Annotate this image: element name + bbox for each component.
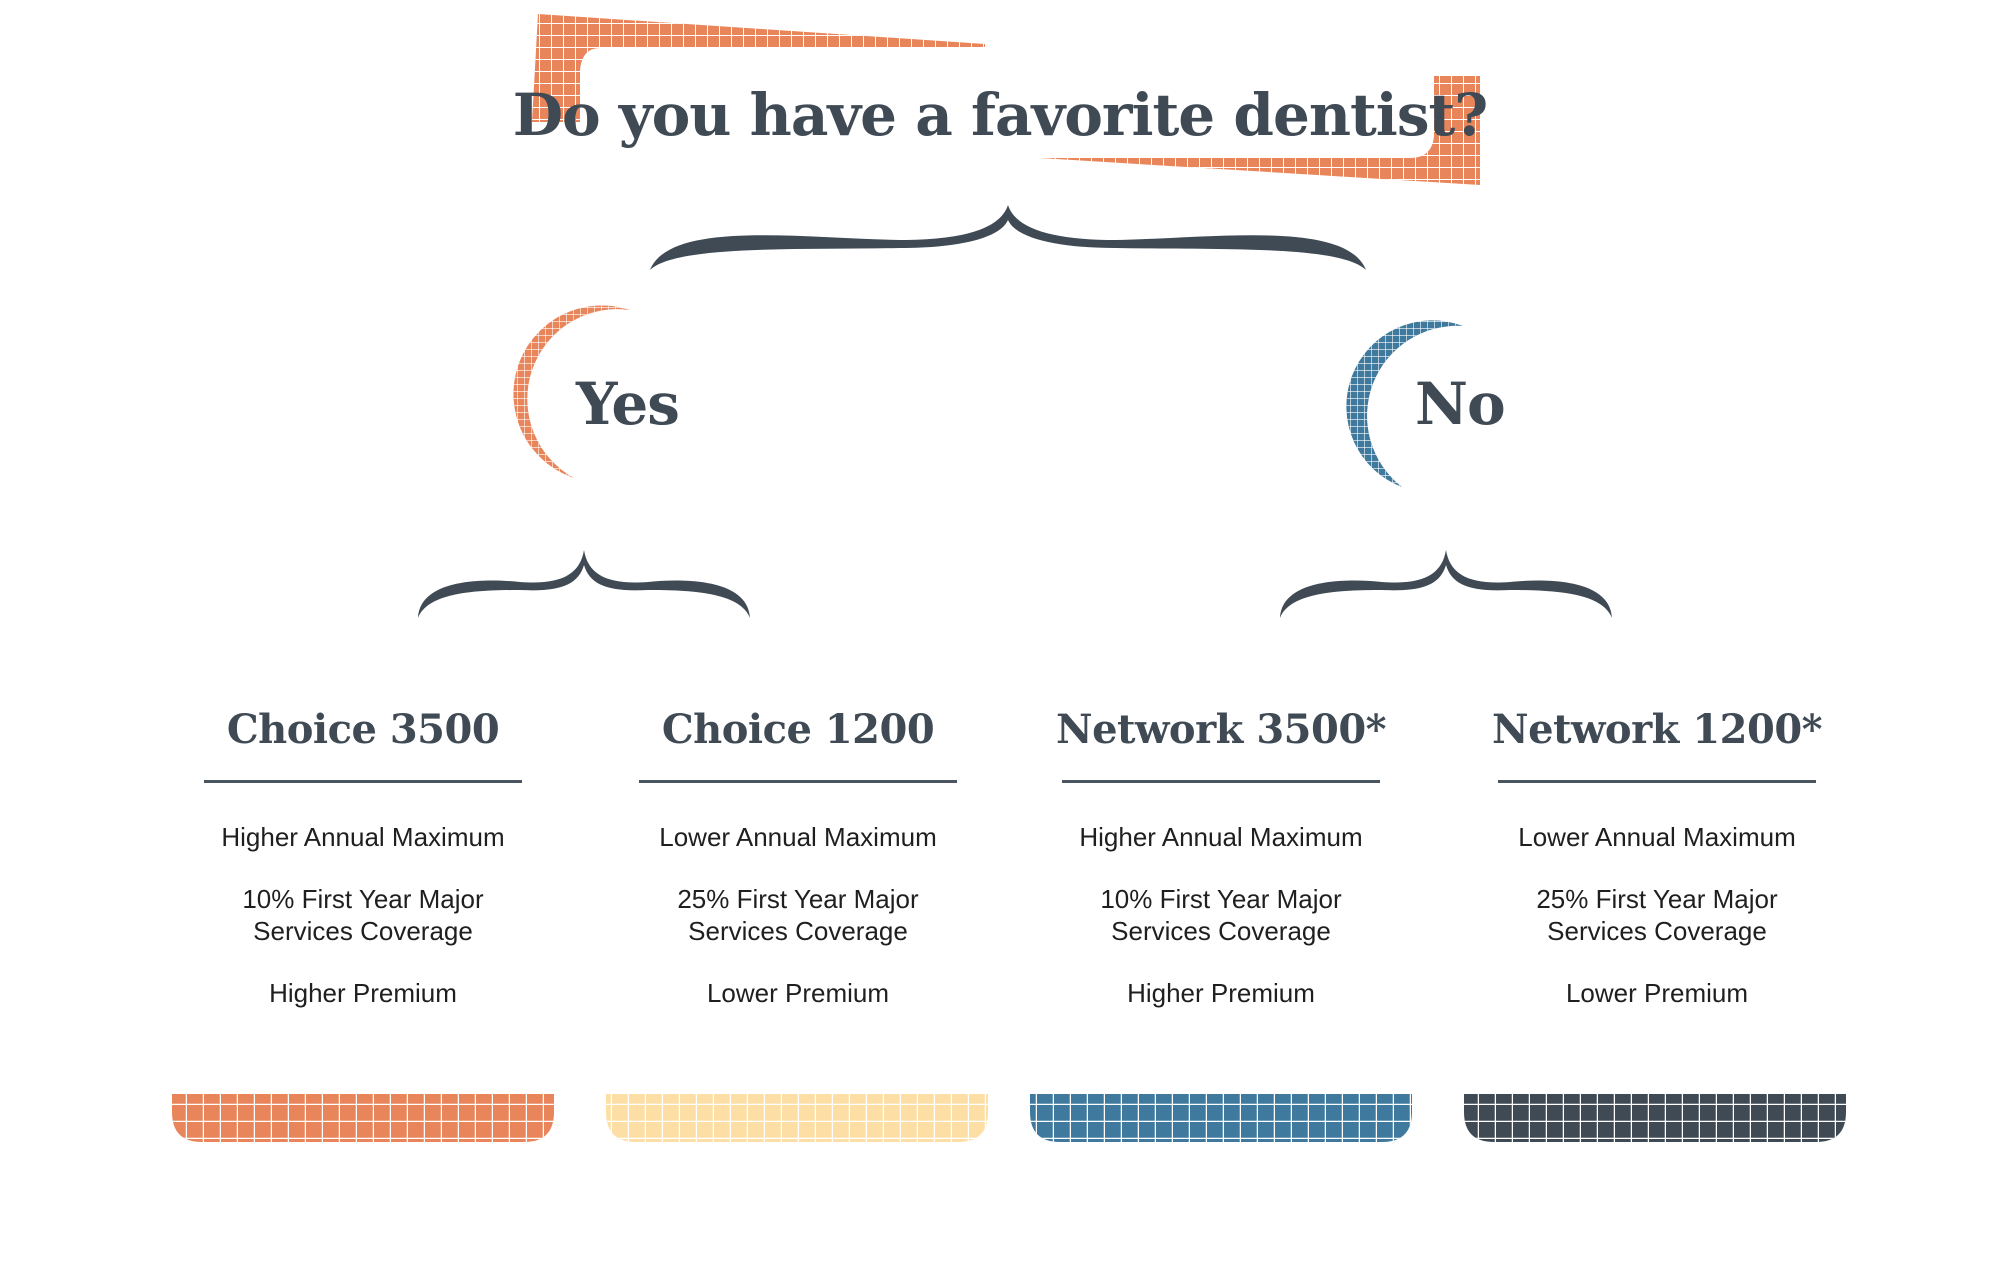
plan-feature: Lower Annual Maximum [659, 822, 937, 852]
no-moon-icon [1346, 320, 1463, 487]
plan-feature: Higher Annual Maximum [221, 822, 505, 852]
no-brace [1280, 550, 1612, 618]
plan-feature: 25% First Year Major Services Coverage [1536, 884, 1778, 946]
plan-name: Network 3500* [1056, 706, 1387, 753]
branch-no-label: No [1415, 370, 1506, 438]
plan-feature: 25% First Year Major Services Coverage [677, 884, 919, 946]
plan-feature: Lower Premium [1565, 978, 1749, 1008]
plan-feature: Higher Premium [1127, 978, 1315, 1008]
plan-feature: 10% First Year Major Services Coverage [1100, 884, 1342, 946]
plan-column-network-1200: Network 1200* Lower Annual Maximum 25% F… [1492, 690, 1823, 1039]
plan-feature: 10% First Year Major Services Coverage [242, 884, 484, 946]
divider [1498, 780, 1816, 783]
divider [1062, 780, 1380, 783]
top-brace [650, 205, 1366, 270]
plan-name: Choice 1200 [661, 706, 935, 753]
plan-column-network-3500: Network 3500* Higher Annual Maximum 10% … [1056, 690, 1387, 1039]
divider [204, 780, 522, 783]
plan-feature: Lower Premium [706, 978, 890, 1008]
plan-feature: Higher Annual Maximum [1079, 822, 1363, 852]
yes-moon-icon [513, 305, 630, 478]
yes-brace [418, 550, 750, 618]
plan-name: Choice 3500 [226, 706, 500, 753]
bar-choice-1200 [606, 1094, 988, 1142]
bar-network-1200 [1464, 1094, 1846, 1142]
plan-column-choice-3500: Choice 3500 Higher Annual Maximum 10% Fi… [198, 690, 528, 1039]
bar-network-3500 [1030, 1094, 1412, 1142]
bar-choice-3500 [172, 1094, 554, 1142]
divider [639, 780, 957, 783]
plan-feature: Higher Premium [269, 978, 457, 1008]
branch-yes-label: Yes [576, 370, 680, 438]
page-title: Do you have a favorite dentist? [512, 81, 1489, 149]
plan-column-choice-1200: Choice 1200 Lower Annual Maximum 25% Fir… [633, 690, 963, 1039]
title-banner [532, 14, 1480, 185]
plan-feature: Lower Annual Maximum [1518, 822, 1796, 852]
plan-name: Network 1200* [1492, 706, 1823, 753]
